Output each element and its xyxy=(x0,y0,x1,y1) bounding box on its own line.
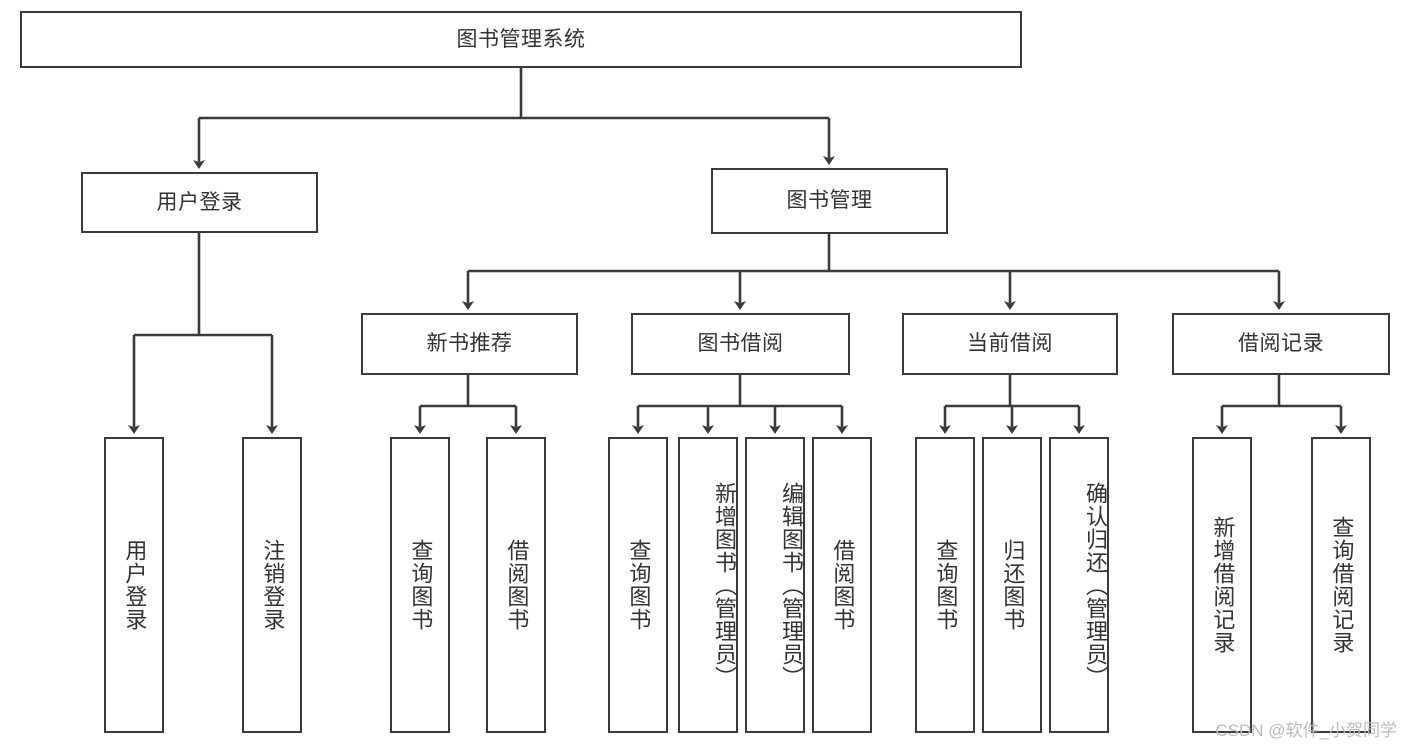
node-leaf-borrow-book-2-label: 借阅图书 xyxy=(830,539,856,631)
node-leaf-query-book-2[interactable]: 查询图书 xyxy=(608,437,668,733)
node-system-title[interactable]: 图书管理系统 xyxy=(20,11,1022,68)
node-leaf-return-book-label: 归还图书 xyxy=(1000,539,1026,631)
node-system-title-label: 图书管理系统 xyxy=(456,27,586,51)
node-leaf-logout-login-label: 注销登录 xyxy=(260,539,286,631)
node-leaf-edit-book-label: 编辑图书（管理员） xyxy=(779,481,804,689)
node-leaf-add-book-label: 新增图书（管理员） xyxy=(712,481,737,689)
node-leaf-confirm-return-label: 确认归还（管理员） xyxy=(1083,481,1108,689)
node-leaf-borrow-book-1-label: 借阅图书 xyxy=(504,539,530,631)
node-leaf-query-borrow-record-label: 查询借阅记录 xyxy=(1329,516,1355,654)
node-leaf-query-book-3[interactable]: 查询图书 xyxy=(915,437,975,733)
node-leaf-user-login[interactable]: 用户登录 xyxy=(104,437,164,733)
node-leaf-return-book[interactable]: 归还图书 xyxy=(982,437,1042,733)
node-leaf-borrow-book-2[interactable]: 借阅图书 xyxy=(812,437,872,733)
node-leaf-edit-book[interactable]: 编辑图书（管理员） xyxy=(745,437,805,733)
node-leaf-query-book-1[interactable]: 查询图书 xyxy=(390,437,450,733)
node-current-borrow-label: 当前借阅 xyxy=(967,332,1053,356)
node-user-login-label: 用户登录 xyxy=(156,190,243,214)
node-leaf-logout-login[interactable]: 注销登录 xyxy=(242,437,302,733)
node-leaf-add-borrow-record[interactable]: 新增借阅记录 xyxy=(1192,437,1252,733)
node-book-borrow-label: 图书借阅 xyxy=(697,332,784,356)
node-leaf-user-login-label: 用户登录 xyxy=(122,539,148,631)
node-book-borrow[interactable]: 图书借阅 xyxy=(631,313,850,375)
node-borrow-record[interactable]: 借阅记录 xyxy=(1172,313,1390,375)
node-book-manage-label: 图书管理 xyxy=(786,189,873,213)
node-current-borrow[interactable]: 当前借阅 xyxy=(902,313,1118,375)
node-new-book-recommend-label: 新书推荐 xyxy=(426,332,513,356)
node-leaf-query-borrow-record[interactable]: 查询借阅记录 xyxy=(1311,437,1371,733)
node-leaf-confirm-return[interactable]: 确认归还（管理员） xyxy=(1049,437,1109,733)
node-leaf-borrow-book-1[interactable]: 借阅图书 xyxy=(486,437,546,733)
node-leaf-query-book-2-label: 查询图书 xyxy=(626,539,652,631)
node-leaf-add-borrow-record-label: 新增借阅记录 xyxy=(1210,516,1236,654)
node-user-login[interactable]: 用户登录 xyxy=(81,172,318,233)
node-leaf-query-book-1-label: 查询图书 xyxy=(408,539,434,631)
node-leaf-query-book-3-label: 查询图书 xyxy=(933,539,959,631)
node-book-manage[interactable]: 图书管理 xyxy=(711,168,948,234)
node-borrow-record-label: 借阅记录 xyxy=(1238,332,1324,356)
node-new-book-recommend[interactable]: 新书推荐 xyxy=(361,313,578,375)
node-leaf-add-book[interactable]: 新增图书（管理员） xyxy=(678,437,738,733)
